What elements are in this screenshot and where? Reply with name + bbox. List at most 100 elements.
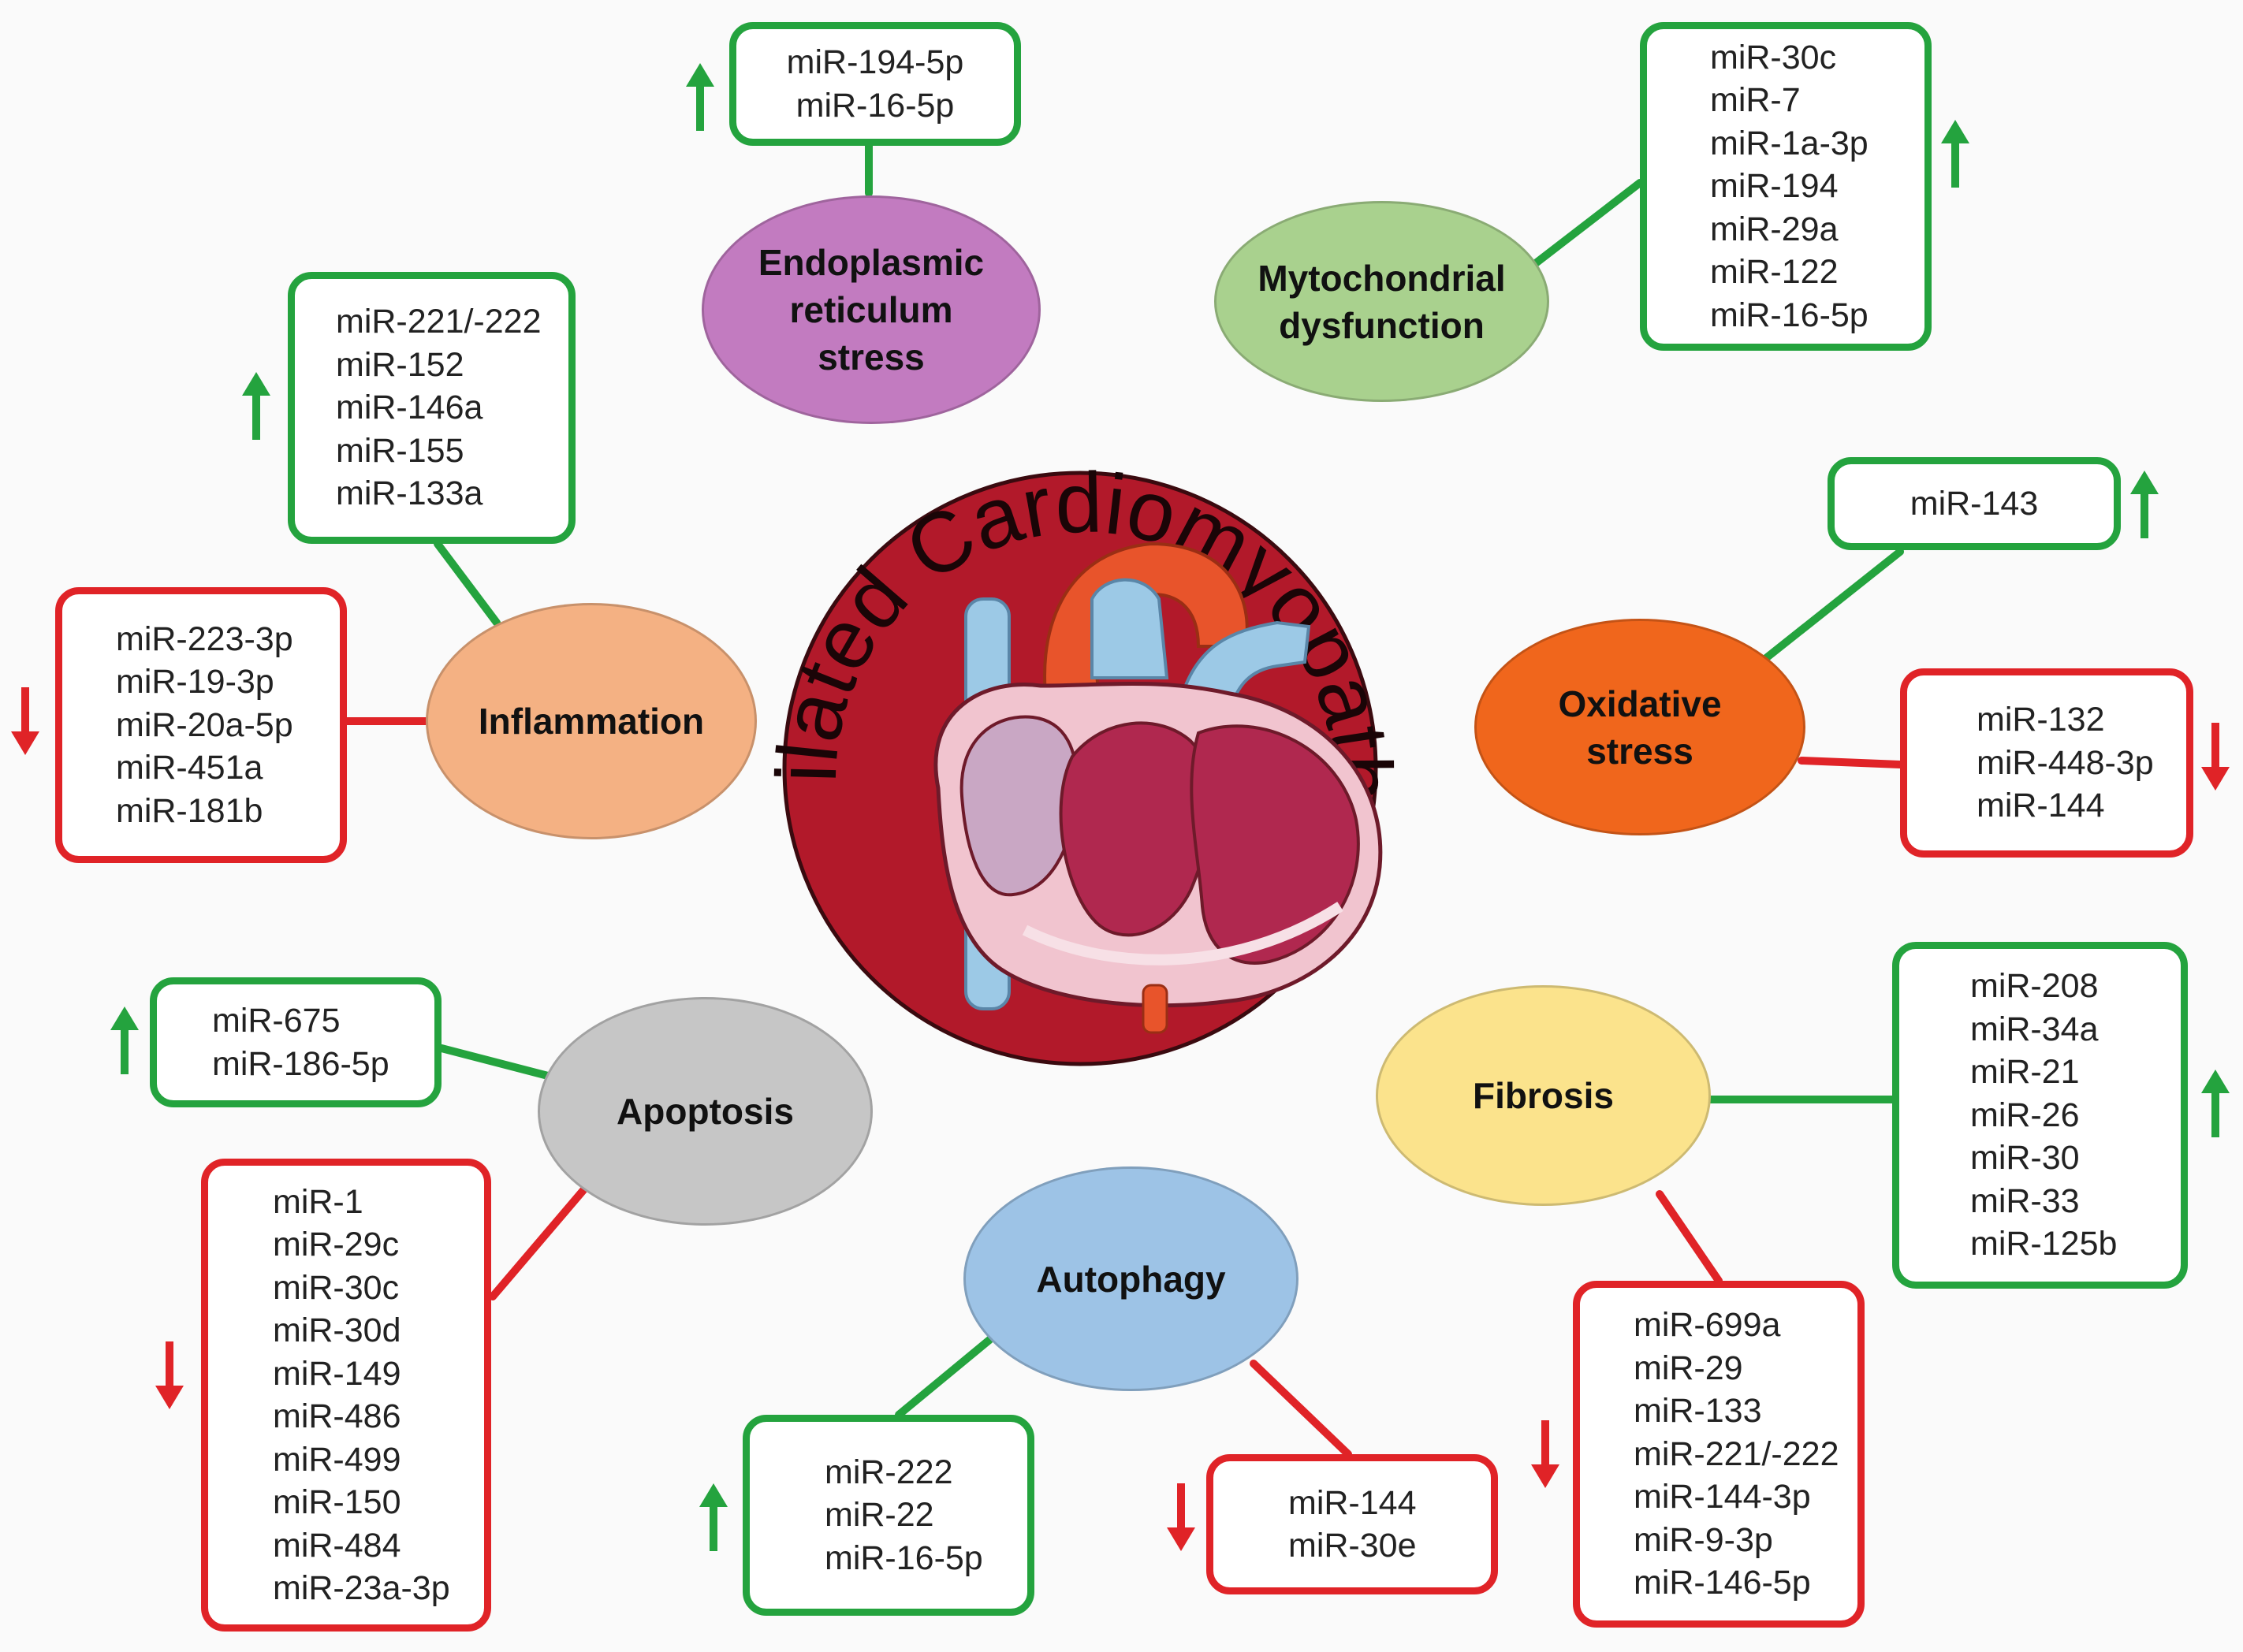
process-label-line: Mytochondrial — [1257, 257, 1506, 299]
process-label-line: Fibrosis — [1473, 1075, 1614, 1116]
up-arrow-icon — [2130, 471, 2159, 538]
mirna-label: miR-20a-5p — [116, 705, 293, 744]
connector-oxidative-up — [1762, 548, 1904, 662]
mirna-box-apoptosis-up: miR-675 miR-186-5p — [150, 977, 442, 1107]
process-autophagy: Autophagy — [963, 1166, 1298, 1391]
mirna-label: miR-143 — [1910, 484, 2039, 523]
process-apoptosis: Apoptosis — [538, 997, 873, 1226]
connector-apoptosis-down — [489, 1186, 587, 1300]
mirna-label: miR-146-5p — [1634, 1564, 1811, 1602]
connector-fibrosis-down — [1656, 1190, 1723, 1285]
connector-mito-up — [1526, 179, 1644, 272]
heart-anatomy-icon — [933, 541, 1383, 1034]
mirna-label: miR-699a — [1634, 1306, 1781, 1345]
process-er-stress: Endoplasmic reticulum stress — [702, 195, 1041, 424]
mirna-label: miR-1 — [273, 1182, 363, 1221]
process-label-line: stress — [1586, 730, 1693, 772]
mirna-label: miR-499 — [273, 1440, 401, 1479]
connector-autophagy-up — [895, 1336, 993, 1419]
mirna-label: miR-26 — [1970, 1096, 2080, 1134]
mirna-label: miR-29 — [1634, 1349, 1743, 1387]
mirna-label: miR-34a — [1970, 1010, 2099, 1048]
mirna-label: miR-144 — [1977, 787, 2105, 825]
up-arrow-icon — [2201, 1070, 2230, 1137]
mirna-label: miR-30e — [1288, 1527, 1417, 1565]
mirna-label: miR-208 — [1970, 967, 2099, 1006]
mirna-label: miR-152 — [336, 345, 464, 384]
mirna-label: miR-155 — [336, 431, 464, 470]
mirna-label: miR-16-5p — [825, 1539, 983, 1577]
mirna-label: miR-186-5p — [212, 1044, 389, 1083]
mirna-label: miR-16-5p — [795, 86, 955, 125]
process-label-line: reticulum — [789, 289, 953, 330]
mirna-label: miR-7 — [1710, 81, 1801, 120]
mirna-label: miR-144 — [1288, 1483, 1417, 1522]
mirna-label: miR-223-3p — [116, 620, 293, 658]
mirna-box-mito-up: miR-30c miR-7 miR-1a-3p miR-194 miR-29a miR-1… — [1640, 22, 1932, 351]
mirna-label: miR-19-3p — [116, 663, 274, 701]
process-inflammation: Inflammation — [426, 603, 757, 839]
down-arrow-icon — [2201, 723, 2230, 791]
process-oxidative-stress: Oxidative stress — [1474, 619, 1805, 835]
connector-apoptosis-up — [438, 1044, 552, 1080]
mirna-box-inflammation-up: miR-221/-222 miR-152 miR-146a miR-155 miR-13… — [288, 272, 576, 544]
mirna-box-oxidative-up: miR-143 — [1828, 457, 2121, 550]
mirna-label: miR-221/-222 — [1634, 1434, 1839, 1473]
mirna-label: miR-484 — [273, 1526, 401, 1565]
process-label-line: Autophagy — [1036, 1258, 1226, 1300]
mirna-label: miR-23a-3p — [273, 1569, 450, 1607]
mirna-label: miR-1a-3p — [1710, 124, 1869, 162]
process-label-line: Endoplasmic — [758, 242, 985, 283]
mirna-label: miR-146a — [336, 389, 483, 427]
mirna-label: miR-33 — [1970, 1181, 2080, 1220]
process-mitochondrial-dysfunction: Mytochondrial dysfunction — [1214, 201, 1549, 402]
connector-autophagy-down — [1250, 1360, 1352, 1458]
process-label-line: Apoptosis — [617, 1091, 794, 1132]
down-arrow-icon — [155, 1341, 184, 1409]
mirna-label: miR-150 — [273, 1483, 401, 1521]
mirna-box-inflammation-down: miR-223-3p miR-19-3p miR-20a-5p miR-451a miR… — [55, 587, 347, 863]
mirna-box-autophagy-up: miR-222 miR-22 miR-16-5p — [743, 1415, 1034, 1616]
mirna-label: miR-448-3p — [1977, 743, 2154, 782]
up-arrow-icon — [699, 1483, 728, 1551]
mirna-label: miR-30c — [273, 1268, 400, 1307]
mirna-label: miR-16-5p — [1710, 296, 1869, 334]
up-arrow-icon — [1941, 120, 1969, 188]
mirna-label: miR-30 — [1970, 1139, 2080, 1178]
mirna-label: miR-144-3p — [1634, 1478, 1811, 1516]
mirna-box-er-up: miR-194-5p miR-16-5p — [729, 22, 1021, 146]
mirna-label: miR-221/-222 — [336, 303, 542, 341]
process-label-line: stress — [818, 337, 925, 378]
up-arrow-icon — [110, 1006, 139, 1074]
mirna-label: miR-194 — [1710, 167, 1839, 206]
mirna-label: miR-451a — [116, 749, 263, 787]
mirna-label: miR-194-5p — [786, 43, 964, 81]
down-arrow-icon — [1167, 1483, 1195, 1551]
mirna-label: miR-22 — [825, 1496, 934, 1535]
mirna-label: miR-133a — [336, 474, 483, 513]
mirna-label: miR-21 — [1970, 1053, 2080, 1092]
process-fibrosis: Fibrosis — [1376, 985, 1711, 1206]
down-arrow-icon — [11, 687, 39, 755]
mirna-label: miR-133 — [1634, 1392, 1762, 1431]
mirna-box-autophagy-down: miR-144 miR-30e — [1206, 1454, 1498, 1594]
connector-oxidative-down — [1798, 757, 1904, 768]
mirna-label: miR-9-3p — [1634, 1520, 1773, 1559]
mirna-label: miR-29a — [1710, 210, 1839, 248]
connector-inflammation-up — [434, 540, 501, 627]
mirna-label: miR-222 — [825, 1453, 953, 1491]
mirna-label: miR-125b — [1970, 1225, 2118, 1263]
mirna-label: miR-30c — [1710, 38, 1837, 76]
mirna-label: miR-132 — [1977, 701, 2105, 739]
process-label-line: Inflammation — [478, 701, 705, 742]
mirna-label: miR-675 — [212, 1002, 341, 1040]
up-arrow-icon — [686, 63, 714, 131]
down-arrow-icon — [1531, 1420, 1559, 1488]
mirna-label: miR-181b — [116, 791, 263, 830]
mirna-box-oxidative-down: miR-132 miR-448-3p miR-144 — [1900, 668, 2193, 858]
mirna-label: miR-122 — [1710, 253, 1839, 292]
